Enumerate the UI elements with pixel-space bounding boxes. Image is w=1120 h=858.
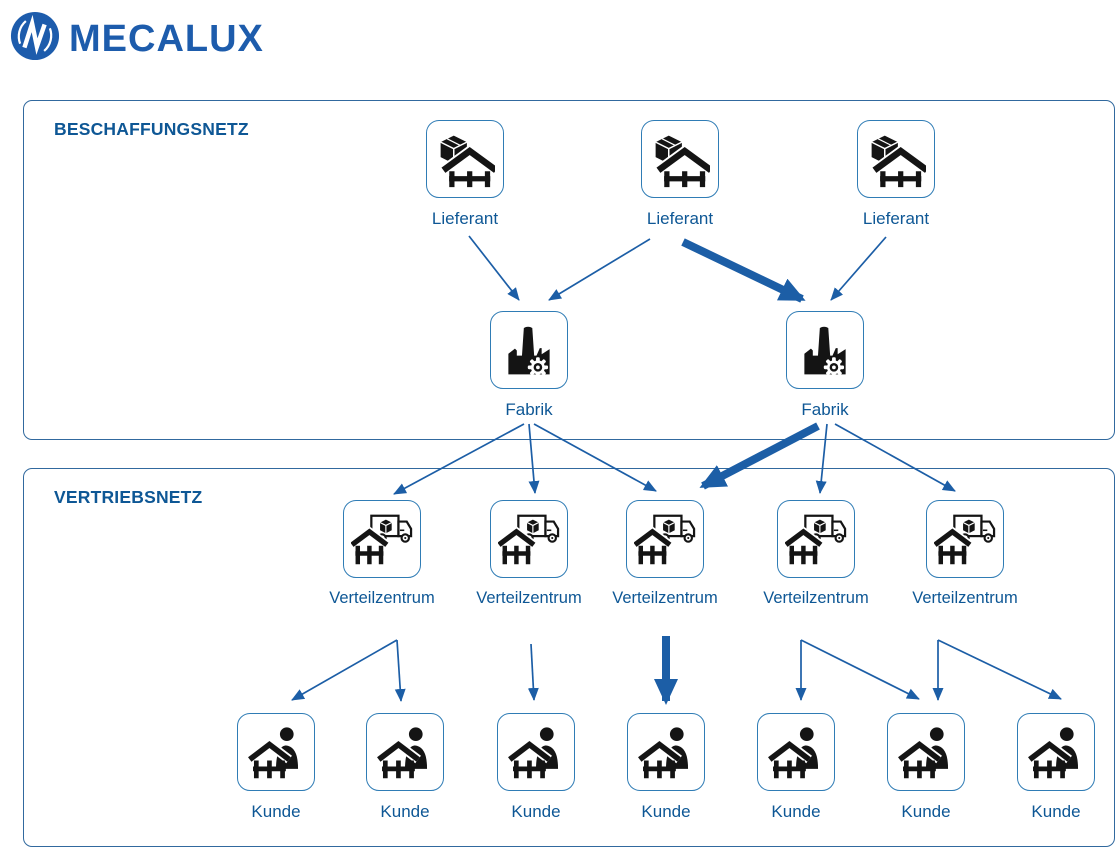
supplier-warehouse-icon xyxy=(426,120,504,198)
node-label: Kunde xyxy=(901,802,951,821)
node-label: Verteilzentrum xyxy=(476,589,582,607)
factory-icon xyxy=(490,311,568,389)
node-f1: Fabrik xyxy=(490,311,568,419)
node-label: Kunde xyxy=(380,802,430,821)
customer-house-icon xyxy=(497,713,575,791)
node-l1: Lieferant xyxy=(426,120,504,228)
node-label: Kunde xyxy=(641,802,691,821)
customer-house-icon xyxy=(627,713,705,791)
node-label: Kunde xyxy=(1031,802,1081,821)
customer-house-icon xyxy=(757,713,835,791)
brand-header: MECALUX xyxy=(10,11,264,66)
panel-title-beschaffungsnetz: BESCHAFFUNGSNETZ xyxy=(54,119,249,139)
node-label: Verteilzentrum xyxy=(612,589,718,607)
node-label: Kunde xyxy=(771,802,821,821)
node-label: Fabrik xyxy=(505,400,553,419)
node-k2: Kunde xyxy=(366,713,444,821)
panel-beschaffungsnetz: BESCHAFFUNGSNETZ xyxy=(23,100,1115,440)
node-k4: Kunde xyxy=(627,713,705,821)
node-k5: Kunde xyxy=(757,713,835,821)
node-k1: Kunde xyxy=(237,713,315,821)
node-label: Fabrik xyxy=(801,400,849,419)
warehouse-truck-icon xyxy=(490,500,568,578)
warehouse-truck-icon xyxy=(777,500,855,578)
node-label: Lieferant xyxy=(646,209,714,228)
node-v3: Verteilzentrum xyxy=(612,500,718,607)
node-label: Verteilzentrum xyxy=(912,589,1018,607)
supplier-warehouse-icon xyxy=(641,120,719,198)
node-label: Kunde xyxy=(511,802,561,821)
mecalux-logo-icon xyxy=(10,11,60,66)
customer-house-icon xyxy=(366,713,444,791)
panel-title-vertriebsnetz: VERTRIEBSNETZ xyxy=(54,487,203,507)
node-label: Lieferant xyxy=(431,209,499,228)
node-v2: Verteilzentrum xyxy=(476,500,582,607)
customer-house-icon xyxy=(1017,713,1095,791)
warehouse-truck-icon xyxy=(626,500,704,578)
node-label: Verteilzentrum xyxy=(763,589,869,607)
customer-house-icon xyxy=(237,713,315,791)
node-label: Verteilzentrum xyxy=(329,589,435,607)
node-v5: Verteilzentrum xyxy=(912,500,1018,607)
node-label: Lieferant xyxy=(862,209,930,228)
supplier-warehouse-icon xyxy=(857,120,935,198)
node-l2: Lieferant xyxy=(641,120,719,228)
node-l3: Lieferant xyxy=(857,120,935,228)
node-k6: Kunde xyxy=(887,713,965,821)
node-k7: Kunde xyxy=(1017,713,1095,821)
warehouse-truck-icon xyxy=(926,500,1004,578)
warehouse-truck-icon xyxy=(343,500,421,578)
customer-house-icon xyxy=(887,713,965,791)
node-k3: Kunde xyxy=(497,713,575,821)
brand-name: MECALUX xyxy=(69,17,264,60)
node-label: Kunde xyxy=(251,802,301,821)
factory-icon xyxy=(786,311,864,389)
node-f2: Fabrik xyxy=(786,311,864,419)
node-v1: Verteilzentrum xyxy=(329,500,435,607)
node-v4: Verteilzentrum xyxy=(763,500,869,607)
